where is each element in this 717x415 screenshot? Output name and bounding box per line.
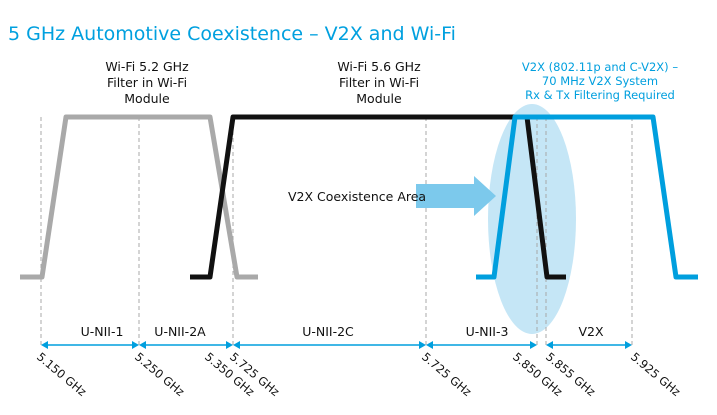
band-arrowhead-unii-2c-left	[233, 341, 240, 349]
wifi52-label-line1: Wi-Fi 5.2 GHz	[105, 59, 189, 74]
band-label-unii-3: U-NII-3	[466, 324, 509, 339]
wifi56-label: Wi-Fi 5.6 GHz Filter in Wi-Fi Module	[337, 59, 421, 106]
freq-label-5150: 5.150 GHz	[34, 350, 89, 399]
v2x-filter-curve	[476, 114, 698, 280]
band-label-v2x: V2X	[578, 324, 604, 339]
band-arrowhead-unii-1-right	[132, 341, 139, 349]
wifi56-label-line2: Filter in Wi-Fi	[339, 75, 419, 90]
v2x-label: V2X (802.11p and C-V2X) – 70 MHz V2X Sys…	[522, 60, 678, 102]
band-arrowhead-v2x-right	[625, 341, 632, 349]
band-arrows	[41, 341, 632, 349]
band-label-unii-2c: U-NII-2C	[302, 324, 354, 339]
band-arrowhead-v2x-left	[546, 341, 553, 349]
band-arrowhead-unii-2a-left	[139, 341, 146, 349]
v2x-label-line3: Rx & Tx Filtering Required	[525, 88, 675, 102]
band-arrowhead-unii-2c-right	[419, 341, 426, 349]
freq-label-5925: 5.925 GHz	[628, 350, 683, 399]
band-arrowhead-unii-3-left	[426, 341, 433, 349]
diagram-title: 5 GHz Automotive Coexistence – V2X and W…	[8, 23, 456, 45]
v2x-label-line1: V2X (802.11p and C-V2X) –	[522, 60, 678, 74]
wifi56-label-line1: Wi-Fi 5.6 GHz	[337, 59, 421, 74]
band-arrowhead-unii-3-right	[530, 341, 537, 349]
wifi52-label-line2: Filter in Wi-Fi	[107, 75, 187, 90]
band-arrowhead-unii-1-left	[41, 341, 48, 349]
freq-label-5250: 5.250 GHz	[132, 350, 187, 399]
freq-label-5725b: 5.725 GHz	[419, 350, 474, 399]
wifi52-label: Wi-Fi 5.2 GHz Filter in Wi-Fi Module	[105, 59, 189, 106]
band-label-unii-1: U-NII-1	[81, 324, 124, 339]
wifi52-label-line3: Module	[124, 91, 170, 106]
right-arrow-icon	[416, 176, 496, 216]
wifi56-label-line3: Module	[356, 91, 402, 106]
band-arrowhead-unii-2a-right	[226, 341, 233, 349]
coexistence-label: V2X Coexistence Area	[288, 189, 426, 204]
wifi56-filter-curve	[190, 114, 566, 280]
dashed-guides	[40, 117, 633, 345]
v2x-label-line2: 70 MHz V2X System	[542, 74, 658, 88]
wifi52-filter-curve	[20, 114, 258, 280]
band-label-unii-2a: U-NII-2A	[154, 324, 206, 339]
